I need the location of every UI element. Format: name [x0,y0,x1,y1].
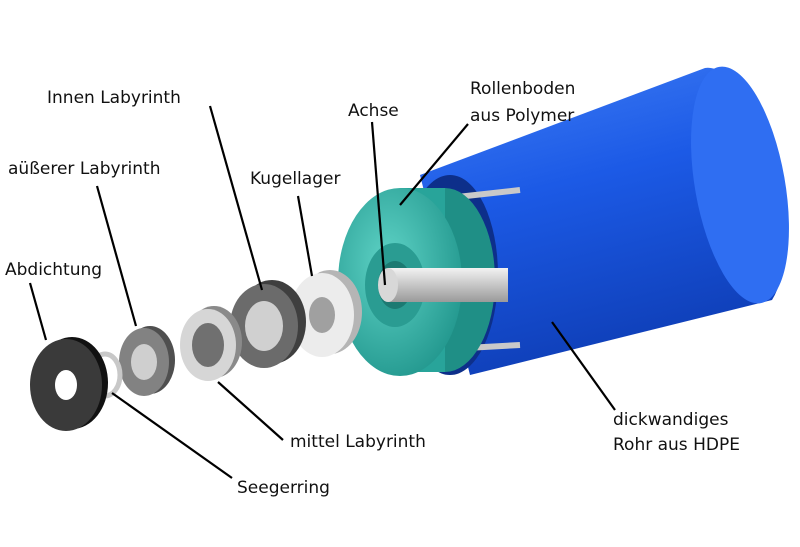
leader-lines [28,105,616,479]
middle-labyrinth [180,306,242,381]
inner-labyrinth [230,280,306,368]
label-rohr-line2: Rohr aus HDPE [613,435,740,455]
label-innen-labyrinth: Innen Labyrinth [47,88,181,108]
outer-labyrinth [119,326,175,396]
axle [378,268,508,302]
label-abdichtung: Abdichtung [5,260,102,280]
label-achse: Achse [348,101,399,121]
label-kugellager: Kugellager [250,169,340,189]
label-seegerring: Seegerring [237,478,330,498]
label-rohr-line1: dickwandiges [613,410,729,430]
ball-bearing [290,270,362,357]
label-aeusserer-labyrinth: aüßerer Labyrinth [8,159,161,179]
seal-disc [30,337,108,431]
label-rollenboden-line1: Rollenboden [470,79,575,99]
label-mittel-labyrinth: mittel Labyrinth [290,432,426,452]
label-rollenboden-line2: aus Polymer [470,106,574,126]
